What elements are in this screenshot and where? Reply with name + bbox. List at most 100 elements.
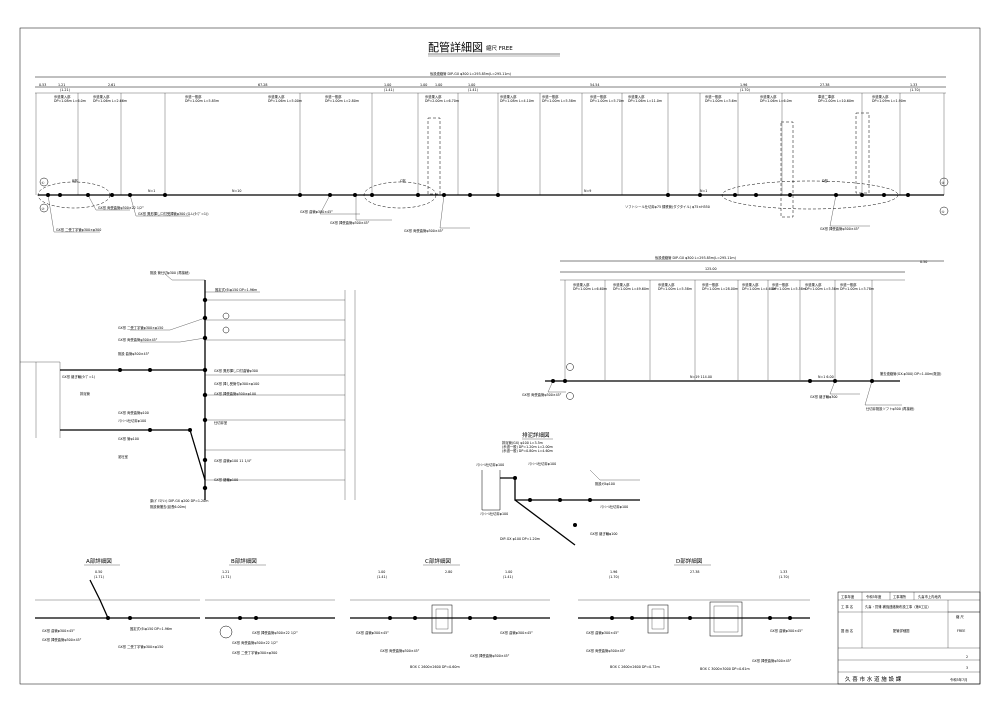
pipe-fittings [46,193,910,197]
detail-d-callout-0: GX形 曲管φ300×45° [586,630,619,635]
valve-callout-6: GX形 継ぎ輪(ﾀｲﾌﾟ=1) [62,374,95,379]
cover-title-12: 車道二車部 [818,94,835,99]
valve-callout-5: GX形 異形挿し口付曲管φ300 [214,368,258,373]
right-profile: 仮設連絡管 DIP-GX φ300 L=293.85m(L=295.11m) 1… [522,255,944,411]
cover-title-7: 歩道一般部 [542,94,559,99]
tb-year-value: 令和5年度 [866,594,882,599]
detail-a: A部詳細図 0.50 (1.71) GX形 曲管φ300×45° GX形 挿受曲… [35,557,200,649]
region-label-d: D部 [822,178,829,183]
cover-text-9: DP=1.06m L=11.0m [628,99,662,103]
right-overall-dim-text: 仮設連絡管 DIP-GX φ300 L=293.85m(L=295.11m) [655,255,736,260]
valve-callout-14: GX形 管φ100 [118,436,139,441]
node-label-1: ① [42,181,45,185]
drain-note-1: (歩道一般) DP=1.20m L=2.00m [502,444,553,449]
cover-notes: 歩道乗入部 DP=1.08m L=6.0m 歩道乗入部 DP=1.06m L=2… [54,94,906,103]
valve-node-5 [222,326,230,334]
rcover-title-2: 歩道乗入部 [658,282,675,287]
cover-text-13: DP=1.09m L=1.90m [872,99,906,103]
tb-project-label: 工 事 名 [841,604,853,609]
valve-callout-2: GX形 二受丁字管φ300×φ150 [118,325,163,330]
tb-project-value: 久喜・菖蒲 補強連絡管布設工事（第8工区） [865,604,931,609]
right-callout-2: 仕切弁既設ソフトφ300 (再接続) [866,406,914,411]
seg-dim-10: 27.38 [820,83,829,87]
valve-callout-13: GX形 継輪φ100 [214,477,238,482]
tb-drawing-label: 図 面 名 [841,628,853,633]
rcover-title-6: 歩道乗入部 [805,282,822,287]
box-culvert-c [427,117,441,195]
cover-text-12: DP=2.00m L=10.60m [818,99,854,103]
valve-callout-9: GX形 挿受曲管φ300×φ100 [214,391,256,396]
detail-d-callout-1: GX形 両受曲管φ300×45° [586,648,626,653]
cover-title-5: 歩道乗入部 [425,94,442,99]
drain-callout-2: 既設ﾒﾀﾙφ100 [595,481,615,486]
detail-c-callout-2: GX形 曲管φ300×45° [500,630,533,635]
cover-title-0: 歩道乗入部 [54,94,71,99]
rcover-text-6: DP=1.00m L=5.58m [805,287,839,291]
cover-text-7: DP=1.00m L=5.58m [542,99,576,103]
node-label-2: ② [42,207,45,211]
right-section-lines [564,280,873,380]
top-callouts: GX形 両受曲管φ300×22 1/2° GX形 異形挿し口付受挿管φ300 (… [47,194,870,233]
right-callout-1: GX形 継ぎ輪φ300 [810,394,838,399]
drain-pipe-diag [514,499,576,546]
drain-detail: 排泥詳細図 排泥管(GX) φ100 L=3.5m (歩道一般) DP=1.20… [476,431,640,546]
valve-callout-8: 排泥管 [80,391,91,396]
detail-a-fittings [106,616,132,620]
seg-dim-0: 0.53 [39,83,46,87]
node-circle-5 [939,206,949,216]
overall-dim-text: 仮設連絡管 DIP-GX φ300 L=293.85m(L=295.11m) [430,71,511,76]
sub-dim-4: (1.70) [910,88,920,92]
rcover-text-4: DP=1.00m L=4.60m [742,287,776,291]
valve-callout-7: GX形 挿し受管付φ300×φ100 [214,381,259,386]
drain-callout-1: ｿﾌﾄｼｰﾙ仕切弁φ100 [528,461,556,466]
right-node-circle-2 [566,392,574,400]
cover-text-8: DP=1.00m L=5.70m [590,99,624,103]
valve-callout-11: 仕切弁室 [214,420,228,425]
drain-title: 排泥詳細図 [522,431,550,439]
cover-text-1: DP=1.06m L=2.66m [93,99,127,103]
node-label-4: ④ [942,181,945,185]
detail-d-dim-3: 1.33 [780,570,787,574]
seg-dim-6: 1.00 [435,83,442,87]
detail-a-callout-1: GX形 挿受曲管φ300×45° [42,637,82,642]
right-main-dim-text: 125.00 [705,267,717,271]
detail-a-branch [89,579,109,619]
detail-b: B部詳細図 1.21 (1.71) GX形 挿受曲管φ300×22 1/2° G… [205,557,335,655]
rcover-title-0: 歩道乗入部 [573,282,590,287]
rcover-title-4: 歩道乗入部 [742,282,759,287]
detail-d-dim-1: (1.70) [609,575,619,579]
detail-d: D部詳細図 1.96 (1.70) 27.38 1.33 (1.70) GX形 … [578,557,810,671]
top-callout-0: GX形 両受曲管φ300×22 1/2° [98,205,144,210]
tb-org: 久 喜 市 水 道 施 設 課 [845,675,902,683]
rcover-title-5: 歩道一般部 [772,282,789,287]
detail-d-fittings [610,616,792,620]
title-block-frame [837,591,981,685]
detail-b-fittings [238,616,258,620]
valve-branch-diag [189,429,206,481]
valve-detail: 既設 管仕切φ300 (再接続) 固定式ﾒﾀﾙφ150 DP=1.96m GX形… [20,270,356,509]
detail-c-box-culvert [431,604,453,634]
cover-title-11: 歩道乗入部 [760,94,777,99]
node-circle-2 [39,203,49,213]
top-callout-7: GX形 挿受曲管φ300×45° [820,226,860,231]
tb-sheet-total: 3 [966,666,968,670]
seg-dim-4: 1.00 [384,83,391,87]
detail-b-dim-1: (1.71) [221,575,231,579]
detail-b-title: B部詳細図 [231,557,257,565]
right-callout-0: GX形 両受曲管φ300×45° [522,392,562,397]
sub-dim-1: (1.41) [384,88,394,92]
rcover-title-1: 歩道乗入部 [613,282,630,287]
cover-title-10: 歩道一般部 [705,94,722,99]
seg-dim-9: 1.96 [740,83,747,87]
region-c-marker [363,181,437,209]
cover-title-3: 歩道乗入部 [268,94,285,99]
cover-title-2: 歩道一般部 [185,94,202,99]
tb-drawing-value: 配管詳細図 [893,628,910,633]
cover-text-6: DP=1.08m L=4.10m [500,99,534,103]
valve-node-4 [222,312,230,320]
sub-dim-2: (1.41) [468,88,478,92]
drain-callout-6: GX形 継ぎ輪φ100 [590,531,618,536]
cover-title-1: 歩道乗入部 [93,94,110,99]
detail-c-callout-1: GX形 両受曲管φ300×45° [380,648,420,653]
